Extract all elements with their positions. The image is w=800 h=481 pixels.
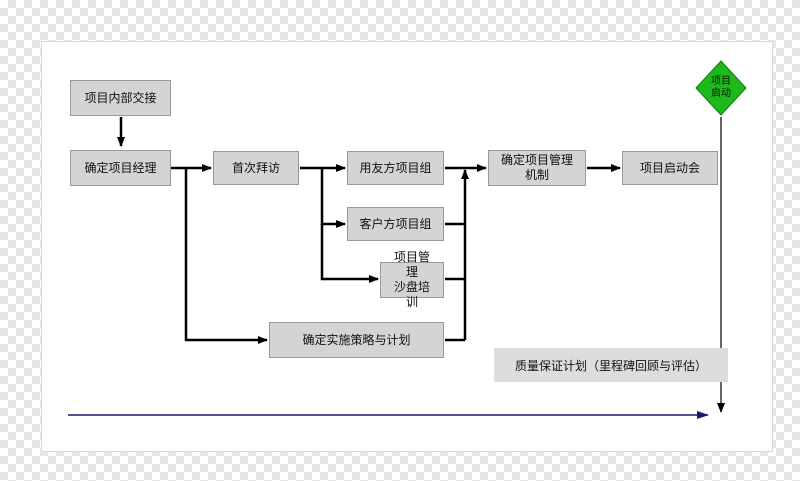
node-strategy-plan: 确定实施策略与计划 (269, 322, 444, 358)
node-yonyou-team: 用友方项目组 (347, 151, 444, 185)
milestone-diamond: 项目 启动 (695, 60, 747, 116)
arrow-visit-to-client (320, 168, 346, 228)
arrow-visit-to-sandbox (320, 224, 379, 283)
node-sandbox-training: 项目管 理 沙盘培 训 (380, 250, 444, 309)
node-client-team: 客户方项目组 (347, 207, 444, 241)
node-kickoff-meeting: 项目启动会 (622, 151, 718, 185)
quality-plan-note: 质量保证计划（里程碑回顾与评估） (494, 348, 728, 382)
node-project-manager: 确定项目经理 (70, 150, 171, 186)
node-handover: 项目内部交接 (70, 80, 171, 116)
milestone-label: 项目 启动 (711, 76, 731, 99)
arrow-pm-to-strategy (184, 168, 268, 344)
node-first-visit: 首次拜访 (213, 151, 299, 185)
diamond-shape (695, 60, 747, 116)
node-management-mechanism: 确定项目管理 机制 (488, 150, 586, 186)
